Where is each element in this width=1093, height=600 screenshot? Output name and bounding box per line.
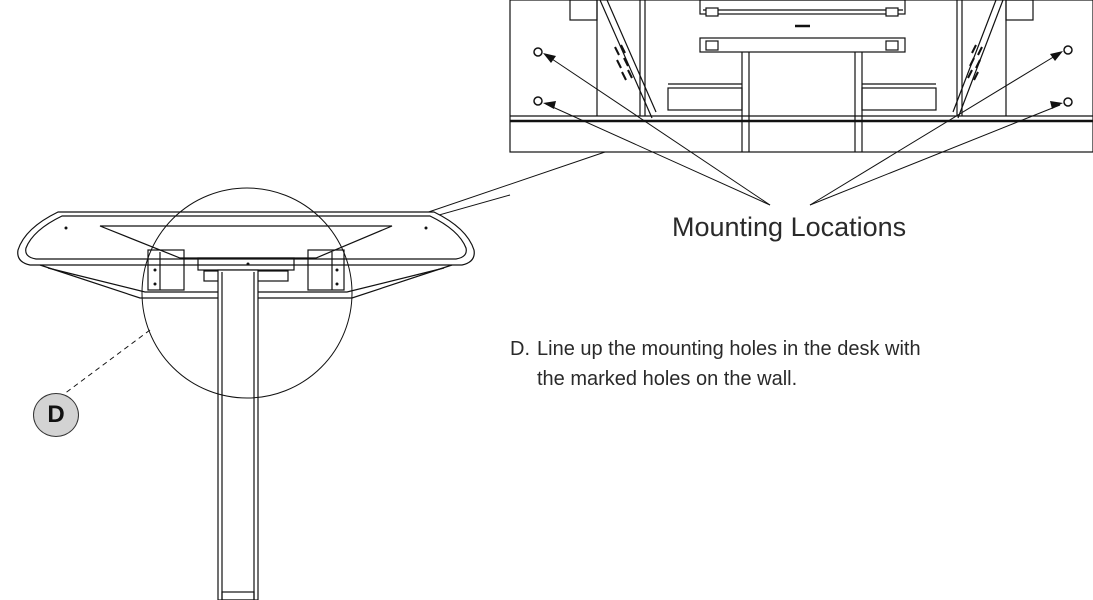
mounting-arrows	[545, 52, 1061, 206]
detail-view	[509, 0, 1093, 153]
instruction-text: D. Line up the mounting holes in the desk…	[510, 334, 1070, 394]
arrow-heads	[543, 51, 1063, 109]
detail-circle	[59, 187, 353, 399]
instruction-line-1-text: Line up the mounting holes in the desk w…	[537, 338, 921, 360]
instruction-line-2: the marked holes on the wall.	[537, 368, 798, 390]
mounting-locations-label: Mounting Locations	[672, 212, 907, 242]
instruction-step: D.	[510, 338, 530, 360]
step-badge: D	[33, 393, 79, 437]
instruction-line-1: D. Line up the mounting holes in the desk…	[510, 334, 1070, 364]
desk-drawing	[17, 211, 475, 600]
